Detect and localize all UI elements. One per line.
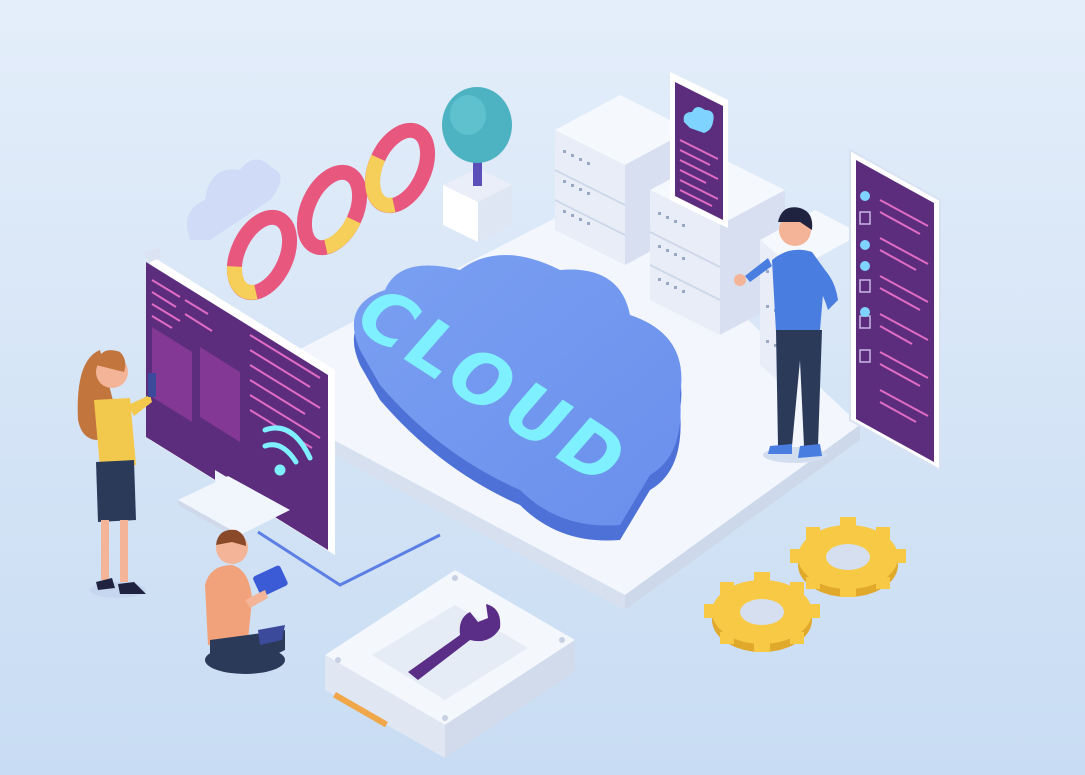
cable	[257, 530, 441, 587]
drive-unit	[325, 570, 575, 758]
cloud-icon	[860, 191, 870, 201]
wifi-icon	[262, 425, 313, 476]
gear-icon	[704, 572, 820, 652]
background-cloud-icon	[187, 159, 281, 240]
person-woman-standing	[77, 350, 156, 598]
cloud-icon	[860, 240, 870, 250]
wrench-icon	[408, 604, 501, 680]
donut-chart-icon	[226, 122, 436, 301]
person-man-standing	[734, 207, 838, 463]
cloud-icon	[683, 106, 714, 133]
gear-icon	[790, 517, 906, 597]
phone-on-server	[670, 72, 728, 228]
person-man-sitting	[205, 529, 288, 674]
cloud-icon: CLOUD	[337, 255, 682, 541]
tree-icon	[442, 87, 512, 242]
phone-right	[849, 148, 941, 472]
cloud-icon	[860, 307, 870, 317]
cloud-icon	[860, 261, 870, 271]
desktop-monitor	[142, 248, 335, 555]
